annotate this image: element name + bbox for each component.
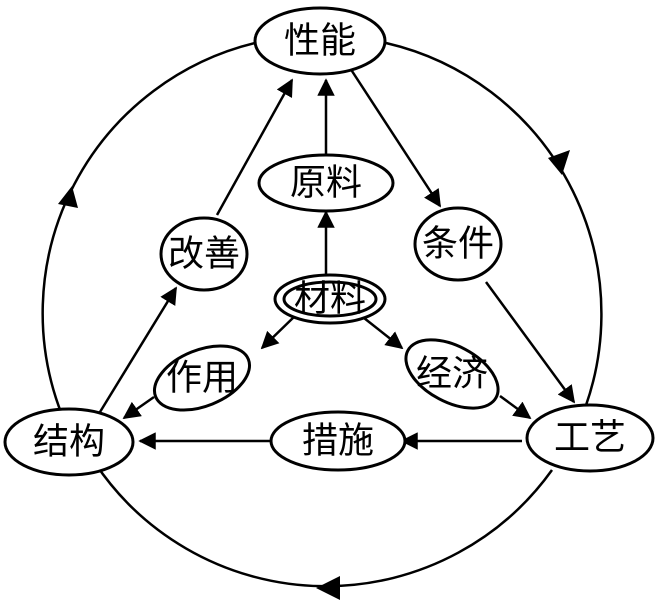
node-gongyi: 工艺 [525,403,655,473]
node-label-gongyi: 工艺 [554,418,626,459]
node-zuoyong: 作用 [152,344,252,412]
edge-xingneng-gongyi [385,41,603,431]
node-cuoshi: 措施 [269,410,407,472]
edge-cailiao-zuoyong [260,314,297,350]
edge-gongyi-jiegou [93,462,554,588]
edge-cailiao-jingji [363,317,404,350]
node-label-cailiao: 材料 [294,279,366,320]
node-label-xingneng: 性能 [284,21,356,62]
node-xingneng: 性能 [253,6,387,76]
node-label-tiaojian: 条件 [422,224,494,265]
inner-edges [98,67,576,450]
edge-jingji-gongyi [499,394,532,420]
node-label-jiegou: 结构 [33,422,105,463]
node-label-gaishan: 改善 [168,234,240,275]
edge-zuoyong-jiegou [122,395,155,420]
node-cailiao: 材料 [273,273,387,325]
node-yuanliao: 原料 [257,153,395,213]
node-label-yuanliao: 原料 [290,163,362,204]
node-jingji: 经济 [404,338,500,410]
edge-xingneng-tiaojian [348,67,442,208]
node-tiaojian: 条件 [413,206,503,282]
arrowhead-left-arc [58,186,78,208]
arrowhead-right-arc [548,150,570,175]
node-jiegou: 结构 [3,407,135,477]
outer-cycle-arrowheads [58,150,570,600]
node-label-zuoyong: 作用 [166,358,238,399]
edge-jiegou-xingneng [41,41,256,416]
edge-jiegou-gaishan [98,286,178,413]
edge-tiaojian-gongyi [484,281,576,404]
node-label-jingji: 经济 [416,354,488,395]
arrowhead-bottom-arc [316,576,340,600]
edge-gaishan-xingneng [215,78,294,216]
node-gaishan: 改善 [159,216,249,292]
node-label-cuoshi: 措施 [302,421,374,462]
